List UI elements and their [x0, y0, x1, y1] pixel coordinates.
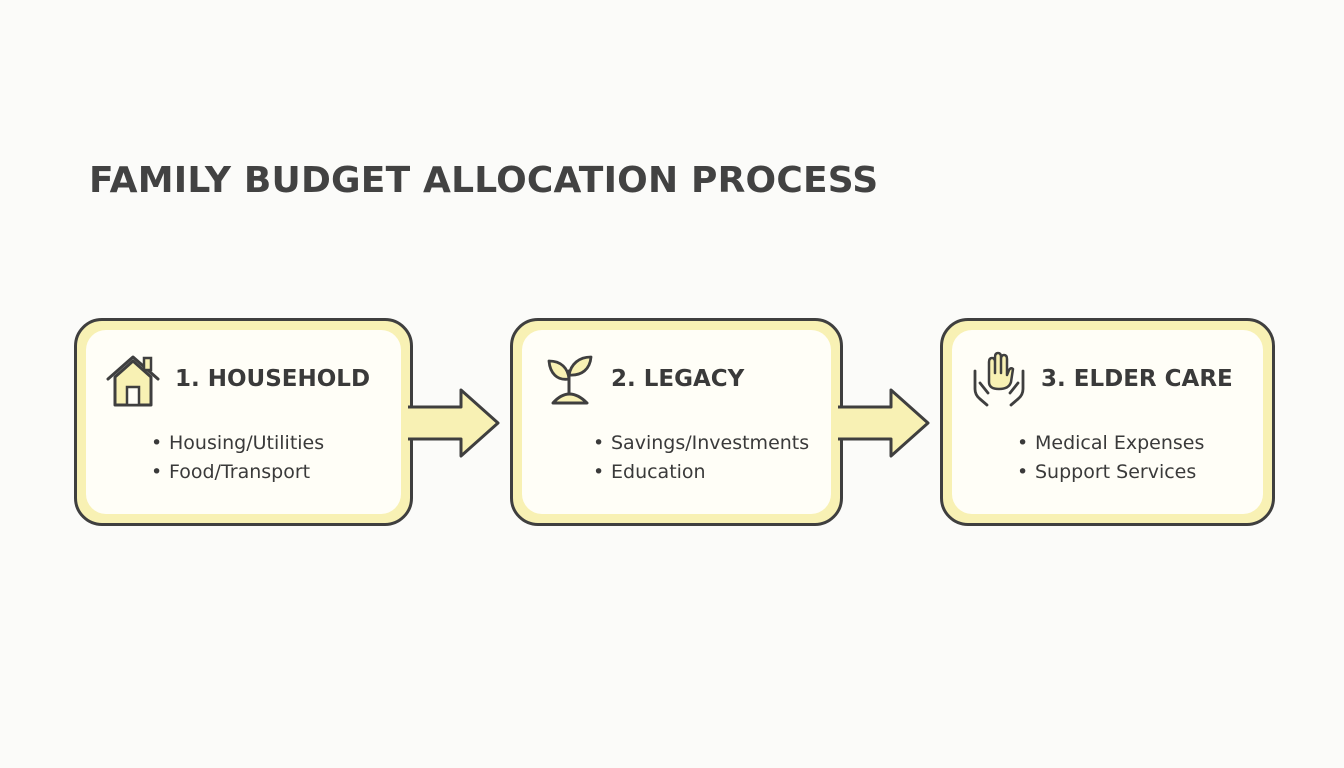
card-header: 1. HOUSEHOLD: [105, 349, 370, 409]
sprout-icon: [541, 349, 597, 409]
list-item: Education: [593, 458, 809, 487]
card-header: 3. ELDER CARE: [971, 349, 1233, 409]
page-title: FAMILY BUDGET ALLOCATION PROCESS: [89, 160, 879, 201]
house-icon: [105, 349, 161, 409]
list-item: Medical Expenses: [1017, 429, 1204, 458]
step-item-list: Medical Expenses Support Services: [1017, 429, 1204, 487]
list-item: Savings/Investments: [593, 429, 809, 458]
list-item: Support Services: [1017, 458, 1204, 487]
list-item: Food/Transport: [151, 458, 324, 487]
step-card-elder-care: 3. ELDER CARE Medical Expenses Support S…: [940, 318, 1275, 526]
step-title: 2. LEGACY: [611, 366, 745, 392]
step-card-legacy: 2. LEGACY Savings/Investments Education: [510, 318, 843, 526]
flow-arrow: [838, 388, 930, 458]
step-card-household: 1. HOUSEHOLD Housing/Utilities Food/Tran…: [74, 318, 413, 526]
list-item: Housing/Utilities: [151, 429, 324, 458]
step-title: 3. ELDER CARE: [1041, 366, 1233, 392]
step-title: 1. HOUSEHOLD: [175, 366, 371, 392]
flow-arrow: [408, 388, 500, 458]
card-header: 2. LEGACY: [541, 349, 744, 409]
caring-hands-icon: [971, 349, 1027, 409]
step-item-list: Housing/Utilities Food/Transport: [151, 429, 324, 487]
step-item-list: Savings/Investments Education: [593, 429, 809, 487]
